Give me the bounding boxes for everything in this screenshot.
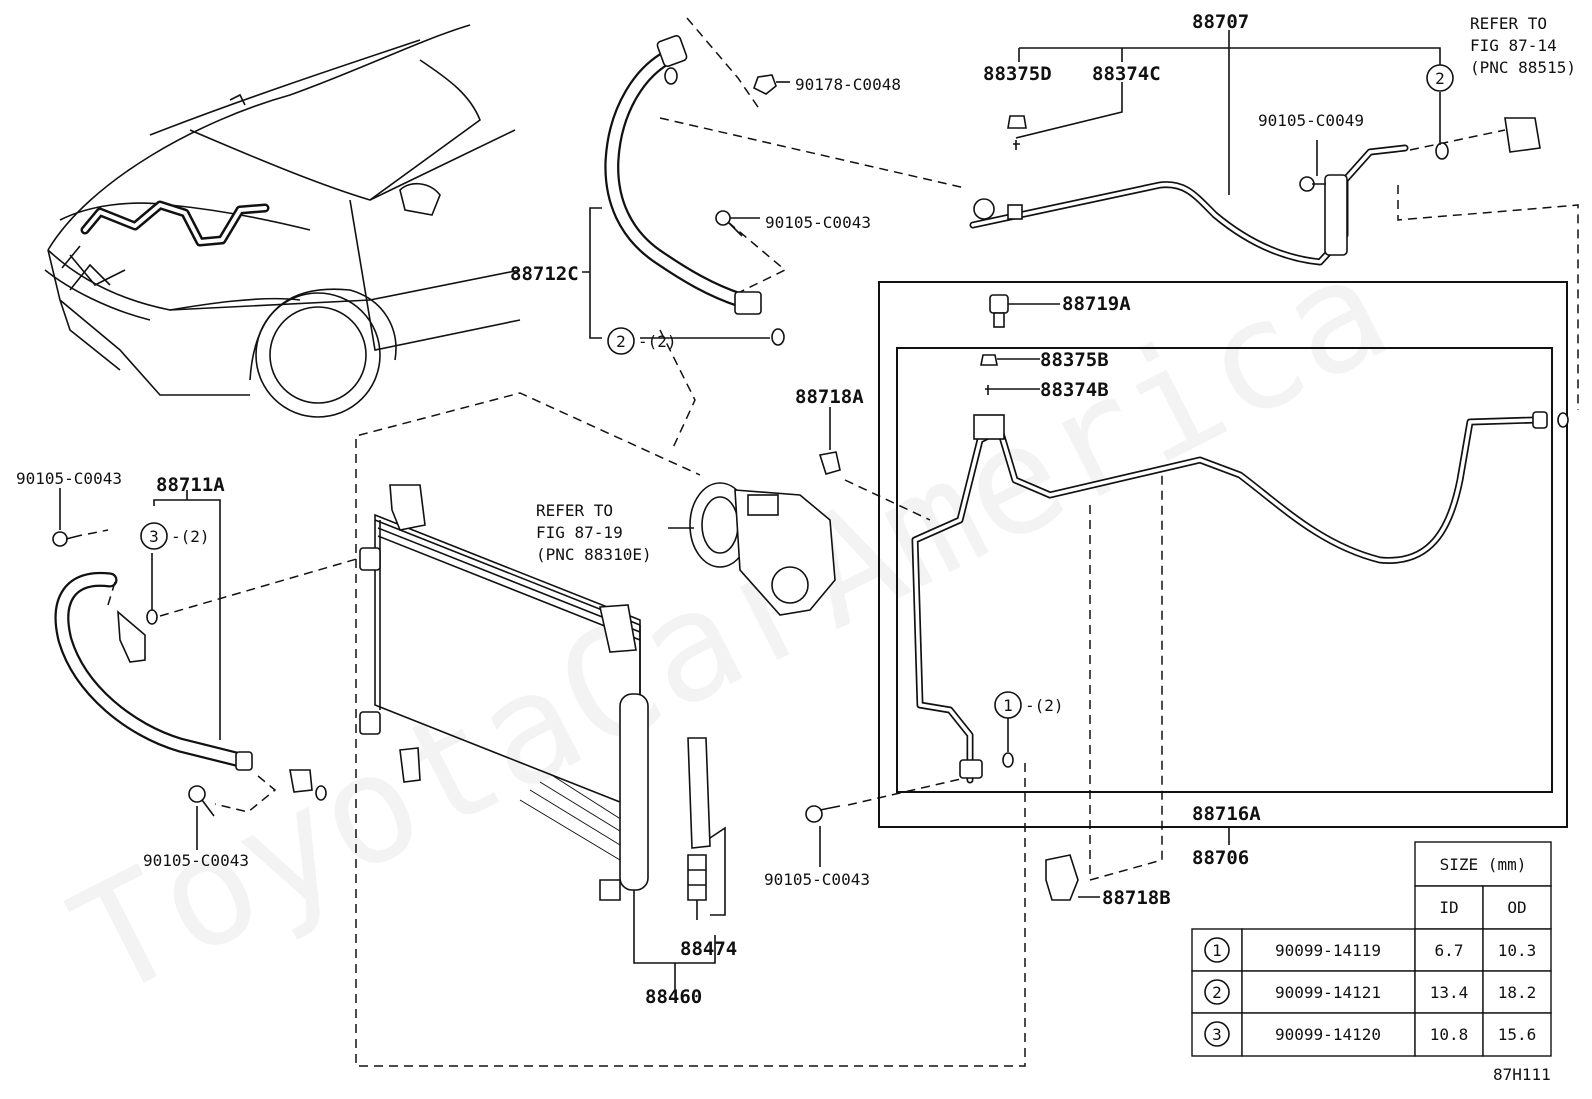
svg-text:90099-14119: 90099-14119 [1275,941,1381,960]
svg-text:90099-14120: 90099-14120 [1275,1025,1381,1044]
size-table-header-id: ID [1439,898,1458,917]
reference-note-fig-87-14: REFER TO FIG 87-14 (PNC 88515) [1470,14,1576,77]
reference-note-fig-87-19: REFER TO FIG 87-19 (PNC 88310E) [536,501,652,564]
label-88706: 88706 [1192,847,1249,869]
desiccant-88474 [687,737,726,920]
cap-88375b [980,354,1040,395]
svg-text:10.3: 10.3 [1498,941,1537,960]
bolt-90105-c0043-mid [805,777,966,867]
label-90105-c0043-top: 90105-C0043 [765,213,871,232]
svg-text:3: 3 [149,527,159,546]
clamp-88718a [818,407,931,521]
svg-text:6.7: 6.7 [1435,941,1464,960]
bolt-90105-c0043-bottom [188,785,215,850]
label-88374b: 88374B [1040,379,1109,401]
svg-text:10.8: 10.8 [1430,1025,1469,1044]
label-88719a: 88719A [1062,293,1131,315]
svg-text:1: 1 [1212,941,1222,960]
svg-text:1: 1 [1003,696,1013,715]
clamp-88718b [1045,854,1100,901]
bolt-90178-c0048 [753,74,790,95]
label-90105-c0043-left: 90105-C0043 [16,469,122,488]
svg-text:REFER TO: REFER TO [1470,14,1547,33]
assembly-box-88716a [896,347,1553,793]
label-88712c: 88712C [510,263,579,285]
condenser-88460 [359,484,716,990]
pipe-88707 [969,30,1579,410]
label-90105-c0049: 90105-C0049 [1258,111,1364,130]
bolt-90105-c0043-top [715,210,760,237]
callout-2-hose: 2 -(2) [607,327,677,355]
label-88375d: 88375D [983,63,1052,85]
svg-text:2: 2 [1212,983,1222,1002]
label-88474: 88474 [680,938,737,960]
label-88460: 88460 [645,986,702,1008]
callout-2-top: 2 [1426,64,1454,92]
size-table-header-od: OD [1507,898,1526,917]
callout-3: 3 -(2) [140,522,210,550]
svg-text:13.4: 13.4 [1430,983,1469,1002]
label-88707: 88707 [1192,11,1249,33]
svg-text:3: 3 [1212,1025,1222,1044]
svg-text:REFER TO: REFER TO [536,501,613,520]
callout-1: 1 -(2) [994,691,1064,719]
svg-text:15.6: 15.6 [1498,1025,1537,1044]
size-table-row: 3 90099-14120 10.8 15.6 [1191,1012,1552,1057]
label-90105-c0043-bottom: 90105-C0043 [143,851,249,870]
watermark: ToyotaCarAmerica [47,221,1413,1032]
bolt-90105-c0049 [1299,140,1326,192]
figure-code: 87H111 [1493,1065,1551,1084]
svg-text:-(2): -(2) [1025,696,1064,715]
vehicle-illustration [44,24,521,418]
svg-text:2: 2 [1435,69,1445,88]
svg-text:18.2: 18.2 [1498,983,1537,1002]
label-88716a: 88716A [1192,803,1261,825]
svg-text:(PNC 88310E): (PNC 88310E) [536,545,652,564]
svg-text:2: 2 [616,332,626,351]
suction-hose-88711a [54,490,361,813]
label-90178-c0048: 90178-C0048 [795,75,901,94]
label-90105-c0043-mid: 90105-C0043 [764,870,870,889]
size-table: SIZE (mm) ID OD 1 90099-14119 6.7 10.3 2… [1191,841,1552,1057]
bolt-90105-c0043-left [52,488,109,547]
svg-text:-(2): -(2) [638,332,677,351]
pipe-88716a [355,392,1569,1067]
svg-text:FIG 87-14: FIG 87-14 [1470,36,1557,55]
svg-text:(PNC 88515): (PNC 88515) [1470,58,1576,77]
size-table-title: SIZE (mm) [1440,855,1527,874]
label-88375b: 88375B [1040,349,1109,371]
discharge-hose-88712c [582,17,966,451]
svg-text:FIG 87-19: FIG 87-19 [536,523,623,542]
label-88374c: 88374C [1092,63,1161,85]
svg-text:90099-14121: 90099-14121 [1275,983,1381,1002]
size-table-row: 2 90099-14121 13.4 18.2 [1191,970,1552,1014]
label-88718a: 88718A [795,386,864,408]
svg-text:-(2): -(2) [171,527,210,546]
pressure-switch-88719a [989,294,1060,328]
size-table-row: 1 90099-14119 6.7 10.3 [1191,928,1552,972]
assembly-box-88706 [878,281,1568,828]
label-88711a: 88711A [156,474,225,496]
compressor [668,482,836,616]
label-88718b: 88718B [1102,887,1171,909]
